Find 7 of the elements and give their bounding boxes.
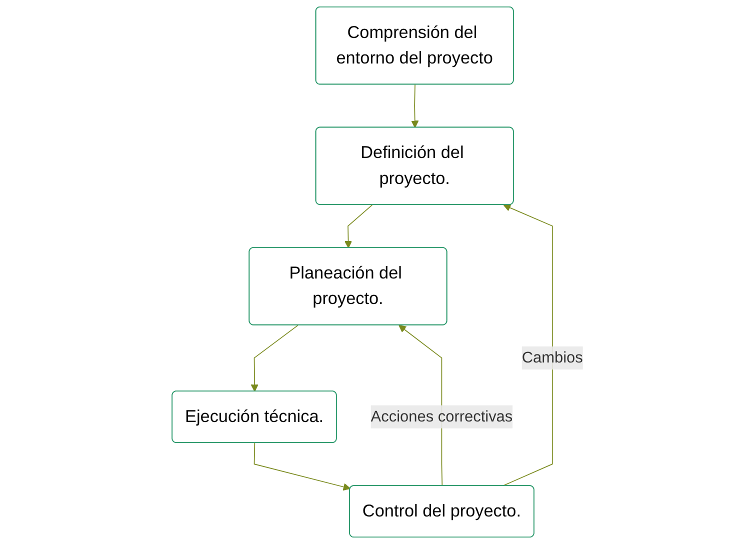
arrow <box>502 204 553 486</box>
edge-label: Cambios <box>522 348 583 366</box>
arrow <box>344 204 373 248</box>
arrow <box>254 442 351 491</box>
arrow <box>411 84 419 128</box>
arrow <box>250 324 298 392</box>
edge-label: Acciones correctivas <box>370 408 513 425</box>
